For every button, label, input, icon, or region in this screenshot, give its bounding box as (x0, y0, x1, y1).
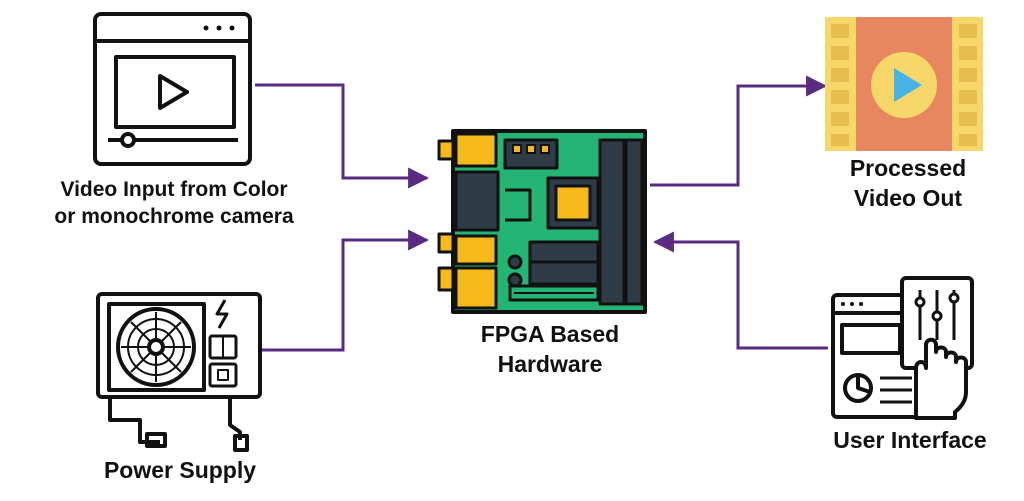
video-input-label: Video Input from Color or monochrome cam… (38, 176, 310, 231)
connectors (255, 75, 828, 352)
power-supply-icon (96, 292, 262, 452)
video-input-label-line2: or monochrome camera (54, 205, 294, 229)
user-interface-label-text: User Interface (833, 427, 987, 453)
power-supply-label-text: Power Supply (103, 457, 257, 483)
video-player-icon (93, 12, 252, 166)
arrow-power-supply-to-fpga (262, 229, 430, 352)
touch-panel-icon (831, 276, 974, 420)
video-input-label-line1: Video Input from Color (60, 178, 288, 201)
power-supply-label: Power Supply (70, 456, 290, 486)
video-out-label-line2: Video Out (853, 184, 963, 211)
fpga-label: FPGA Based Hardware (440, 320, 660, 380)
video-out-label: Processed Video Out (808, 154, 1008, 214)
arrow-user-interface-to-fpga (652, 231, 828, 350)
fpga-label-line1: FPGA Based (480, 321, 620, 347)
arrow-fpga-to-video-out (650, 75, 828, 187)
video-out-label-line1: Processed (849, 155, 967, 181)
circuit-board-icon (437, 129, 647, 314)
arrow-video-input-to-fpga (255, 83, 430, 189)
fpga-label-line2: Hardware (497, 350, 603, 377)
user-interface-label: User Interface (800, 426, 1020, 456)
film-play-icon (825, 17, 983, 151)
